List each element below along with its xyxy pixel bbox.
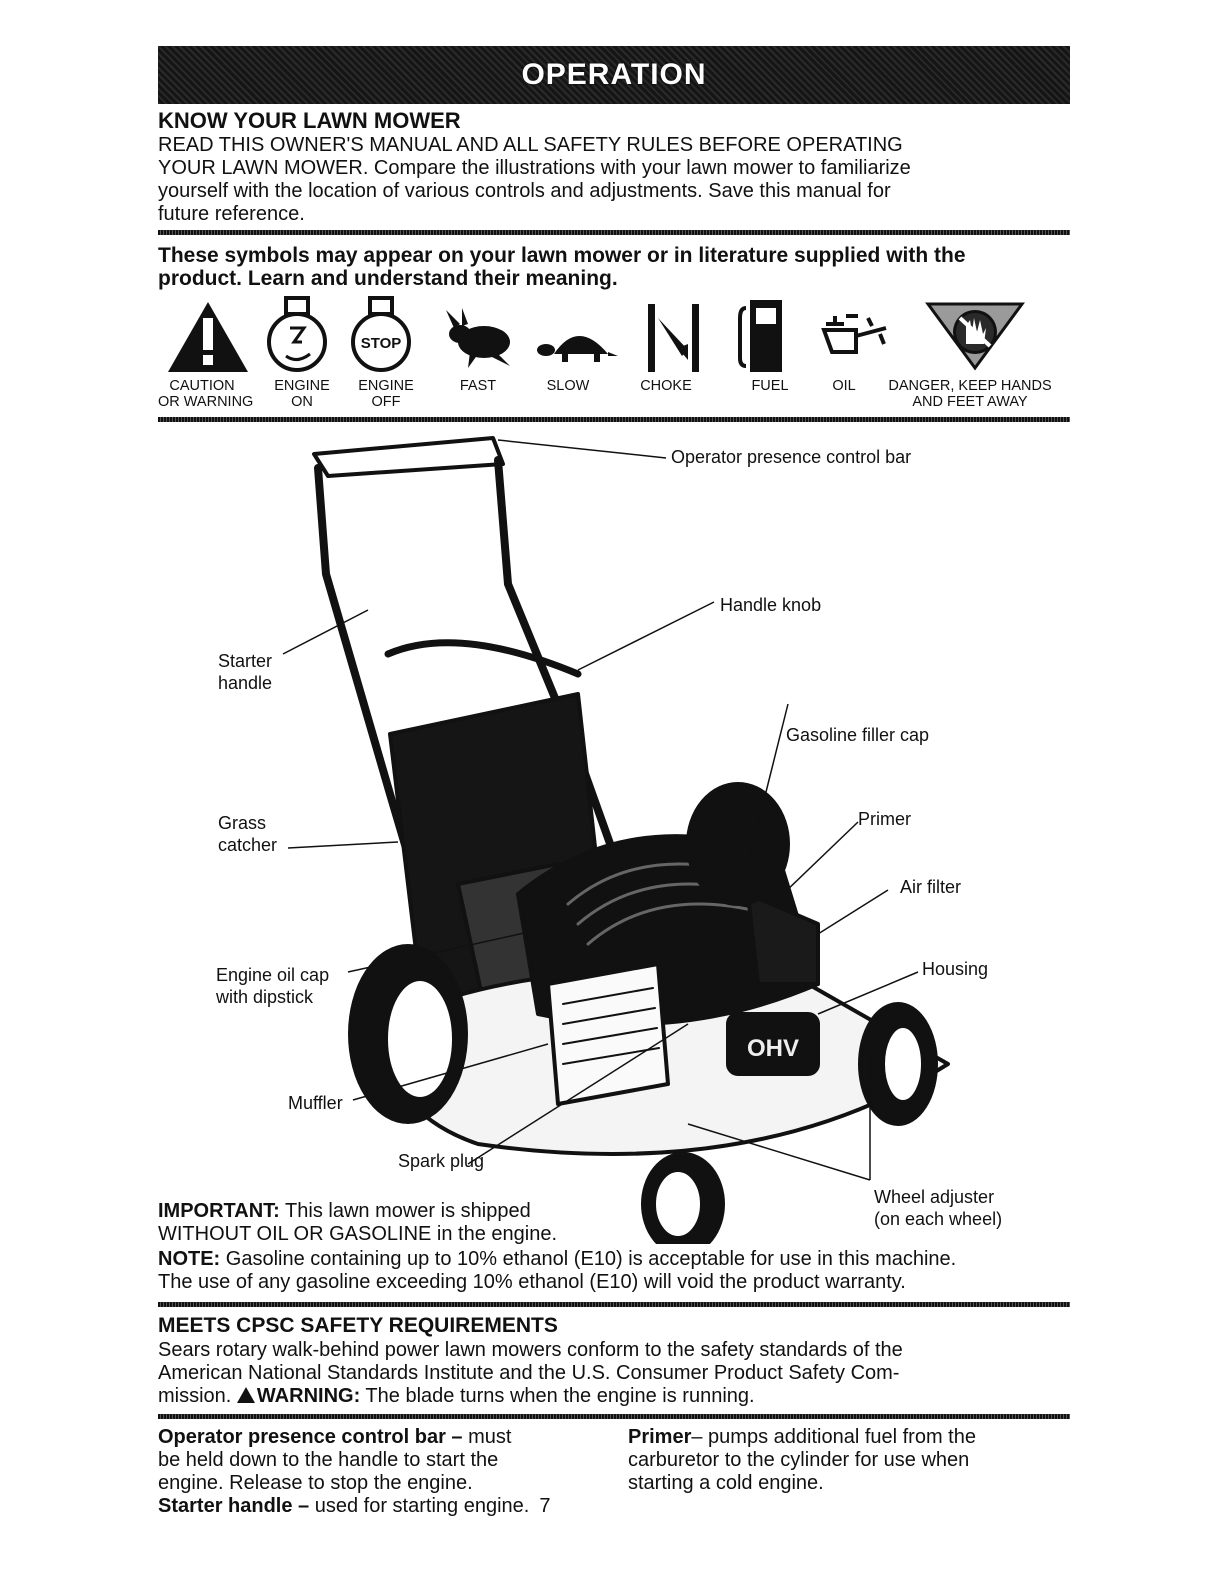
rabbit-icon xyxy=(446,308,510,368)
callout-line: (on each wheel) xyxy=(874,1209,1003,1229)
cpsc-line-3b: The blade turns when the engine is runni… xyxy=(360,1385,755,1407)
know-heading: KNOW YOUR LAWN MOWER xyxy=(158,108,461,133)
primer-text-1: – pumps additional fuel from the xyxy=(691,1426,976,1448)
note-label: NOTE: xyxy=(158,1248,221,1270)
symbols-intro-2: product. Learn and understand their mean… xyxy=(158,267,618,290)
callout-gas-cap: Gasoline filler cap xyxy=(786,725,930,745)
callout-handle-knob: Handle knob xyxy=(720,595,822,615)
symbol-label-oil: OIL xyxy=(820,378,868,394)
fuel-pump-icon xyxy=(738,300,782,372)
label-line: SLOW xyxy=(546,378,590,394)
cpsc-heading: MEETS CPSC SAFETY REQUIREMENTS xyxy=(158,1314,558,1337)
label-line: OIL xyxy=(832,378,856,394)
callout-line: Engine oil cap xyxy=(216,965,330,985)
primer-text-2: carburetor to the cylinder for use when xyxy=(628,1449,970,1471)
important-text-1: This lawn mower is shipped xyxy=(279,1200,531,1222)
label-line: CAUTION xyxy=(169,378,235,394)
callout-line: handle xyxy=(218,673,273,693)
danger-keep-hands-icon xyxy=(925,302,1025,371)
engine-on-icon xyxy=(267,296,327,372)
choke-icon xyxy=(648,304,699,372)
cpsc-line-2: American National Standards Institute an… xyxy=(158,1362,900,1384)
caution-icon xyxy=(168,302,248,372)
label-line: FAST xyxy=(459,378,497,394)
divider xyxy=(158,1414,1070,1419)
callout-operator-bar: Operator presence control bar xyxy=(671,447,912,467)
callout-line: Wheel adjuster xyxy=(874,1187,995,1207)
symbol-label-engine-on: ENGINE ON xyxy=(266,378,338,410)
callout-starter-handle: Starter handle xyxy=(218,650,272,694)
symbol-label-choke: CHOKE xyxy=(630,378,702,394)
note-text-2: The use of any gasoline exceeding 10% et… xyxy=(158,1271,906,1293)
callout-grass-catcher: Grass catcher xyxy=(218,812,277,856)
lawn-mower-illustration: OHV xyxy=(282,436,950,1244)
opbar-text-3: engine. Release to stop the engine. xyxy=(158,1472,473,1494)
callout-primer: Primer xyxy=(858,809,911,829)
primer-text-3: starting a cold engine. xyxy=(628,1472,824,1494)
symbol-label-fuel: FUEL xyxy=(742,378,798,394)
warning-icon xyxy=(236,1387,255,1403)
divider xyxy=(158,230,1070,235)
label-line: OFF xyxy=(371,394,401,410)
callout-line: Grass xyxy=(218,813,267,833)
symbol-label-fast: FAST xyxy=(448,378,508,394)
note-text-1: Gasoline containing up to 10% ethanol (E… xyxy=(220,1248,957,1270)
symbol-label-danger: DANGER, KEEP HANDS AND FEET AWAY xyxy=(870,378,1070,410)
cpsc-paragraph: Sears rotary walk-behind power lawn mowe… xyxy=(158,1339,1070,1408)
opbar-text-2: be held down to the handle to start the xyxy=(158,1449,499,1471)
label-line: ENGINE xyxy=(274,378,330,394)
callout-oil-cap: Engine oil cap with dipstick xyxy=(216,964,329,1008)
ohv-badge: OHV xyxy=(747,1035,799,1062)
ethanol-note: NOTE: Gasoline containing up to 10% etha… xyxy=(158,1248,1070,1294)
important-note: IMPORTANT: This lawn mower is shipped WI… xyxy=(158,1200,678,1246)
primer-label: Primer xyxy=(628,1426,692,1448)
starter-text: used for starting engine. xyxy=(309,1495,530,1517)
symbols-row: STOP xyxy=(168,296,1025,372)
cpsc-line-1: Sears rotary walk-behind power lawn mowe… xyxy=(158,1339,903,1361)
divider xyxy=(158,417,1070,422)
turtle-icon xyxy=(537,336,618,362)
label-line: ENGINE xyxy=(358,378,414,394)
symbol-label-slow: SLOW xyxy=(538,378,598,394)
label-line: AND FEET AWAY xyxy=(912,394,1028,410)
page-number: 7 xyxy=(539,1495,551,1517)
callout-air-filter: Air filter xyxy=(900,877,962,897)
label-line: CHOKE xyxy=(640,378,692,394)
label-line: ON xyxy=(291,394,313,410)
oil-can-icon xyxy=(821,314,887,354)
callout-spark-plug: Spark plug xyxy=(398,1151,485,1171)
symbols-intro: These symbols may appear on your lawn mo… xyxy=(158,244,1078,290)
callout-line: catcher xyxy=(218,835,278,855)
important-text-2: WITHOUT OIL OR GASOLINE in the engine. xyxy=(158,1223,558,1245)
label-line: DANGER, KEEP HANDS xyxy=(888,378,1052,394)
section-banner: OPERATION xyxy=(158,46,1070,104)
label-line: FUEL xyxy=(751,378,789,394)
symbol-label-caution: CAUTION OR WARNING xyxy=(158,378,254,410)
callout-housing: Housing xyxy=(922,959,989,979)
know-line-4: future reference. xyxy=(158,203,305,225)
opbar-text-1: must xyxy=(462,1426,512,1448)
callout-line: with dipstick xyxy=(216,987,314,1007)
callout-muffler: Muffler xyxy=(288,1093,343,1113)
stop-text: STOP xyxy=(361,335,402,352)
definition-primer: Primer– pumps additional fuel from the c… xyxy=(628,1426,1068,1495)
opbar-label: Operator presence control bar – xyxy=(158,1426,463,1448)
engine-off-icon xyxy=(351,296,411,372)
know-paragraph: READ THIS OWNER'S MANUAL AND ALL SAFETY … xyxy=(158,134,1078,226)
know-line-1: READ THIS OWNER'S MANUAL AND ALL SAFETY … xyxy=(158,134,903,156)
know-line-3: yourself with the location of various co… xyxy=(158,180,891,202)
cpsc-line-3a: mission. xyxy=(158,1385,237,1407)
callout-wheel-adjuster: Wheel adjuster (on each wheel) xyxy=(874,1186,1002,1230)
warning-label: WARNING: xyxy=(256,1385,361,1407)
label-line: OR WARNING xyxy=(158,394,254,410)
banner-title: OPERATION xyxy=(521,58,707,91)
definition-operator-bar: Operator presence control bar – must be … xyxy=(158,1426,618,1518)
symbols-intro-1: These symbols may appear on your lawn mo… xyxy=(158,244,966,267)
know-line-2: YOUR LAWN MOWER. Compare the illustratio… xyxy=(158,157,911,179)
starter-label: Starter handle – xyxy=(158,1495,310,1517)
symbol-label-engine-off: ENGINE OFF xyxy=(350,378,422,410)
callout-line: Starter xyxy=(218,651,273,671)
divider xyxy=(158,1302,1070,1307)
important-label: IMPORTANT: xyxy=(158,1200,280,1222)
